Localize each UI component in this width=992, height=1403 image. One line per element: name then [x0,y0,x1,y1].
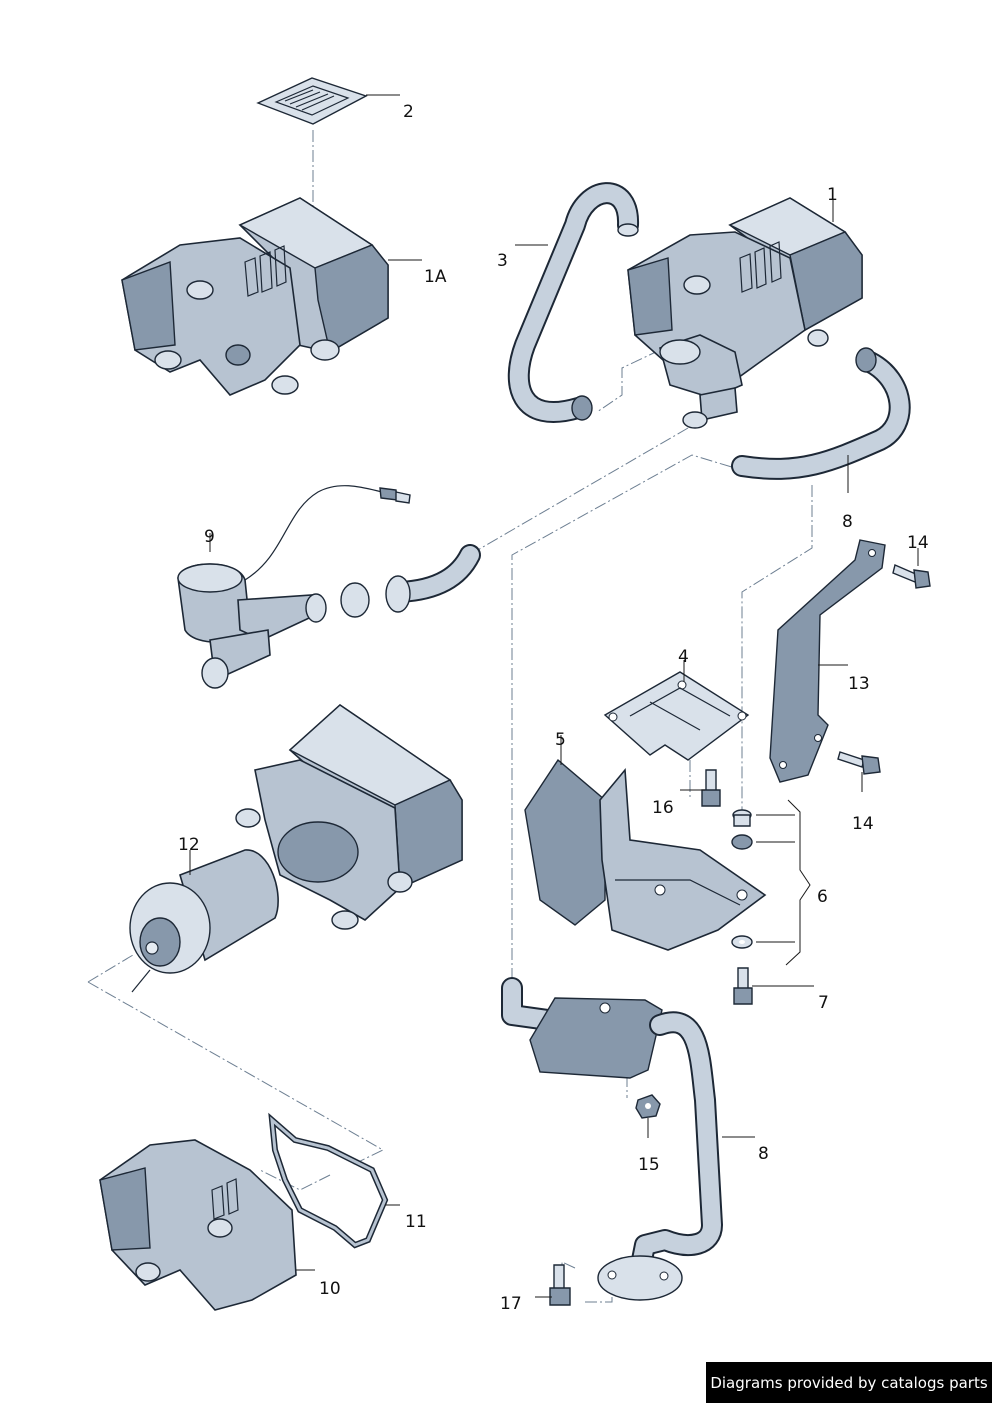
combustion-air-motor-12 [129,849,279,993]
gasket-11 [268,1112,389,1249]
callout-14-lower: 14 [852,814,874,834]
callout-8-lower: 8 [758,1144,769,1164]
circulation-pump-9 [177,485,481,689]
callout-labels: 2 1A 1 3 8 9 14 4 13 5 16 14 12 6 7 8 15… [178,102,929,1314]
watermark-banner: Diagrams provided by catalogs parts [706,1362,992,1403]
support-strap-13 [769,539,886,783]
callout-4: 4 [678,647,689,667]
fastener-set-6 [731,809,753,949]
callout-8-upper: 8 [842,512,853,532]
callout-1: 1 [827,185,838,205]
heat-exchanger-10 [99,1139,297,1311]
leader-lines [189,94,919,1298]
callout-2: 2 [403,102,414,122]
nut-15 [635,1094,661,1119]
bolt-7 [733,967,753,1005]
exhaust-pipe-8-lower [597,1011,723,1301]
exhaust-silencer [501,977,663,1079]
callout-10: 10 [319,1279,341,1299]
callout-15: 15 [638,1155,660,1175]
callout-6: 6 [817,887,828,907]
bolt-14-upper [892,564,931,589]
bracket-plate-4 [603,671,750,761]
mounting-bracket-5 [524,758,767,951]
label-plate-part [256,77,368,125]
callout-12: 12 [178,835,200,855]
callout-3: 3 [497,251,508,271]
callout-13: 13 [848,674,870,694]
bolt-17 [549,1264,571,1306]
callout-11: 11 [405,1212,427,1232]
callout-5: 5 [555,730,566,750]
callout-14-upper: 14 [907,533,929,553]
callout-1A: 1A [424,267,447,287]
coolant-hose-8-upper [731,347,911,480]
callout-9: 9 [204,527,215,547]
bolt-16 [701,769,721,807]
heater-unit-1A [121,197,389,396]
heater-unit-middle [235,703,463,930]
coolant-hose-3 [507,182,639,423]
callout-7: 7 [818,993,829,1013]
callout-17: 17 [500,1294,522,1314]
heater-unit-1 [627,197,863,429]
callout-16: 16 [652,798,674,818]
bolt-14-lower [837,751,881,775]
